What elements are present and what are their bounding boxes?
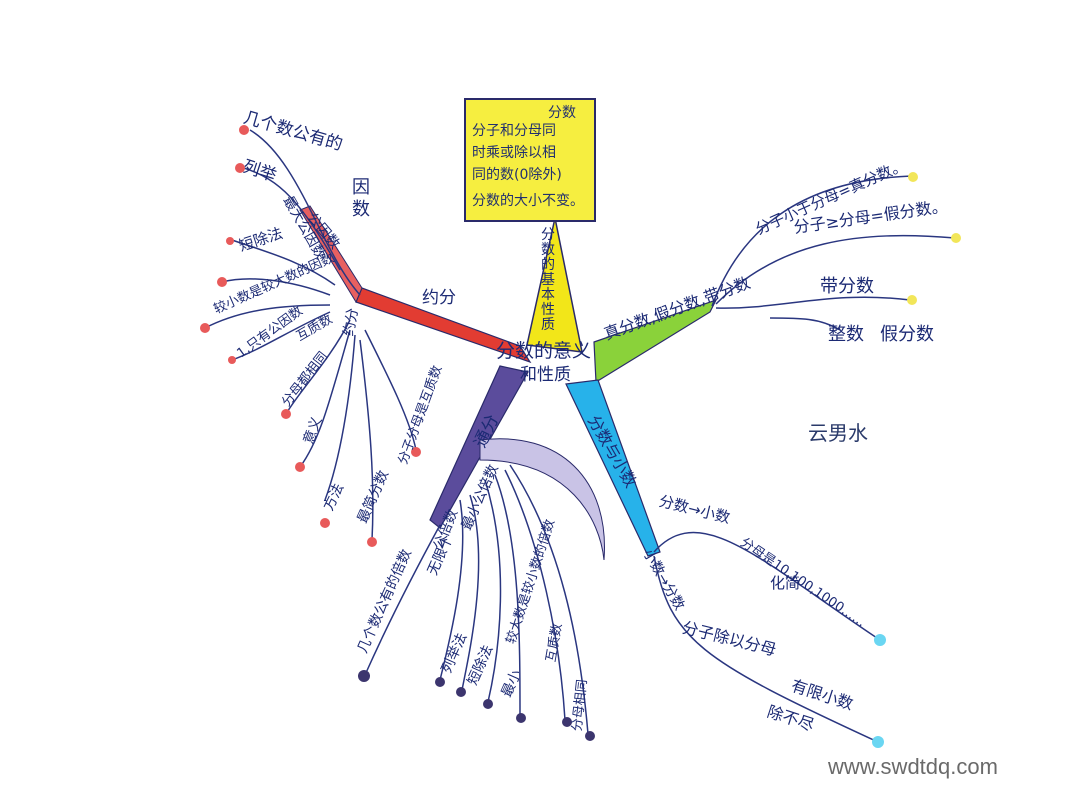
note-box bbox=[464, 98, 596, 222]
blue-end-dots bbox=[872, 634, 886, 748]
red-gcf-label: 因数 bbox=[352, 177, 370, 220]
red-end-dots bbox=[200, 125, 421, 547]
yellow-branch-label: 分数的基本性质 bbox=[541, 227, 555, 333]
note-line-3: 时乘或除以相 bbox=[472, 145, 556, 161]
center-title: 分数的意义 bbox=[496, 340, 592, 362]
blue-subbranches bbox=[653, 531, 881, 743]
purple-branch bbox=[429, 365, 529, 529]
blue-branch bbox=[565, 379, 661, 557]
blue-item-3: 化简 bbox=[770, 574, 801, 592]
green-item-5: 假分数 bbox=[880, 324, 934, 345]
note-line-2: 分子和分母同 bbox=[472, 123, 556, 139]
author-signature: 云男水 bbox=[808, 421, 868, 445]
green-branch bbox=[593, 298, 718, 384]
purple-subbranches bbox=[364, 464, 589, 735]
green-item-4: 整数 bbox=[828, 324, 864, 345]
note-line-5: 分数的大小不变。 bbox=[472, 193, 584, 209]
note-line-1: 分数 bbox=[548, 105, 576, 121]
green-end-dots bbox=[907, 172, 961, 305]
purple-end-dots bbox=[358, 670, 595, 741]
yellow-branch bbox=[526, 217, 583, 353]
purple-ribbon bbox=[479, 438, 605, 561]
center-subtitle: 和性质 bbox=[520, 365, 571, 385]
note-line-4: 同的数(0除外) bbox=[472, 167, 562, 183]
watermark: www.swdtdq.com bbox=[828, 754, 998, 779]
green-item-3: 带分数 bbox=[820, 276, 874, 297]
red-subbranches bbox=[204, 129, 417, 541]
red-main-label: 约分 bbox=[422, 288, 456, 308]
green-subbranches bbox=[711, 175, 956, 331]
